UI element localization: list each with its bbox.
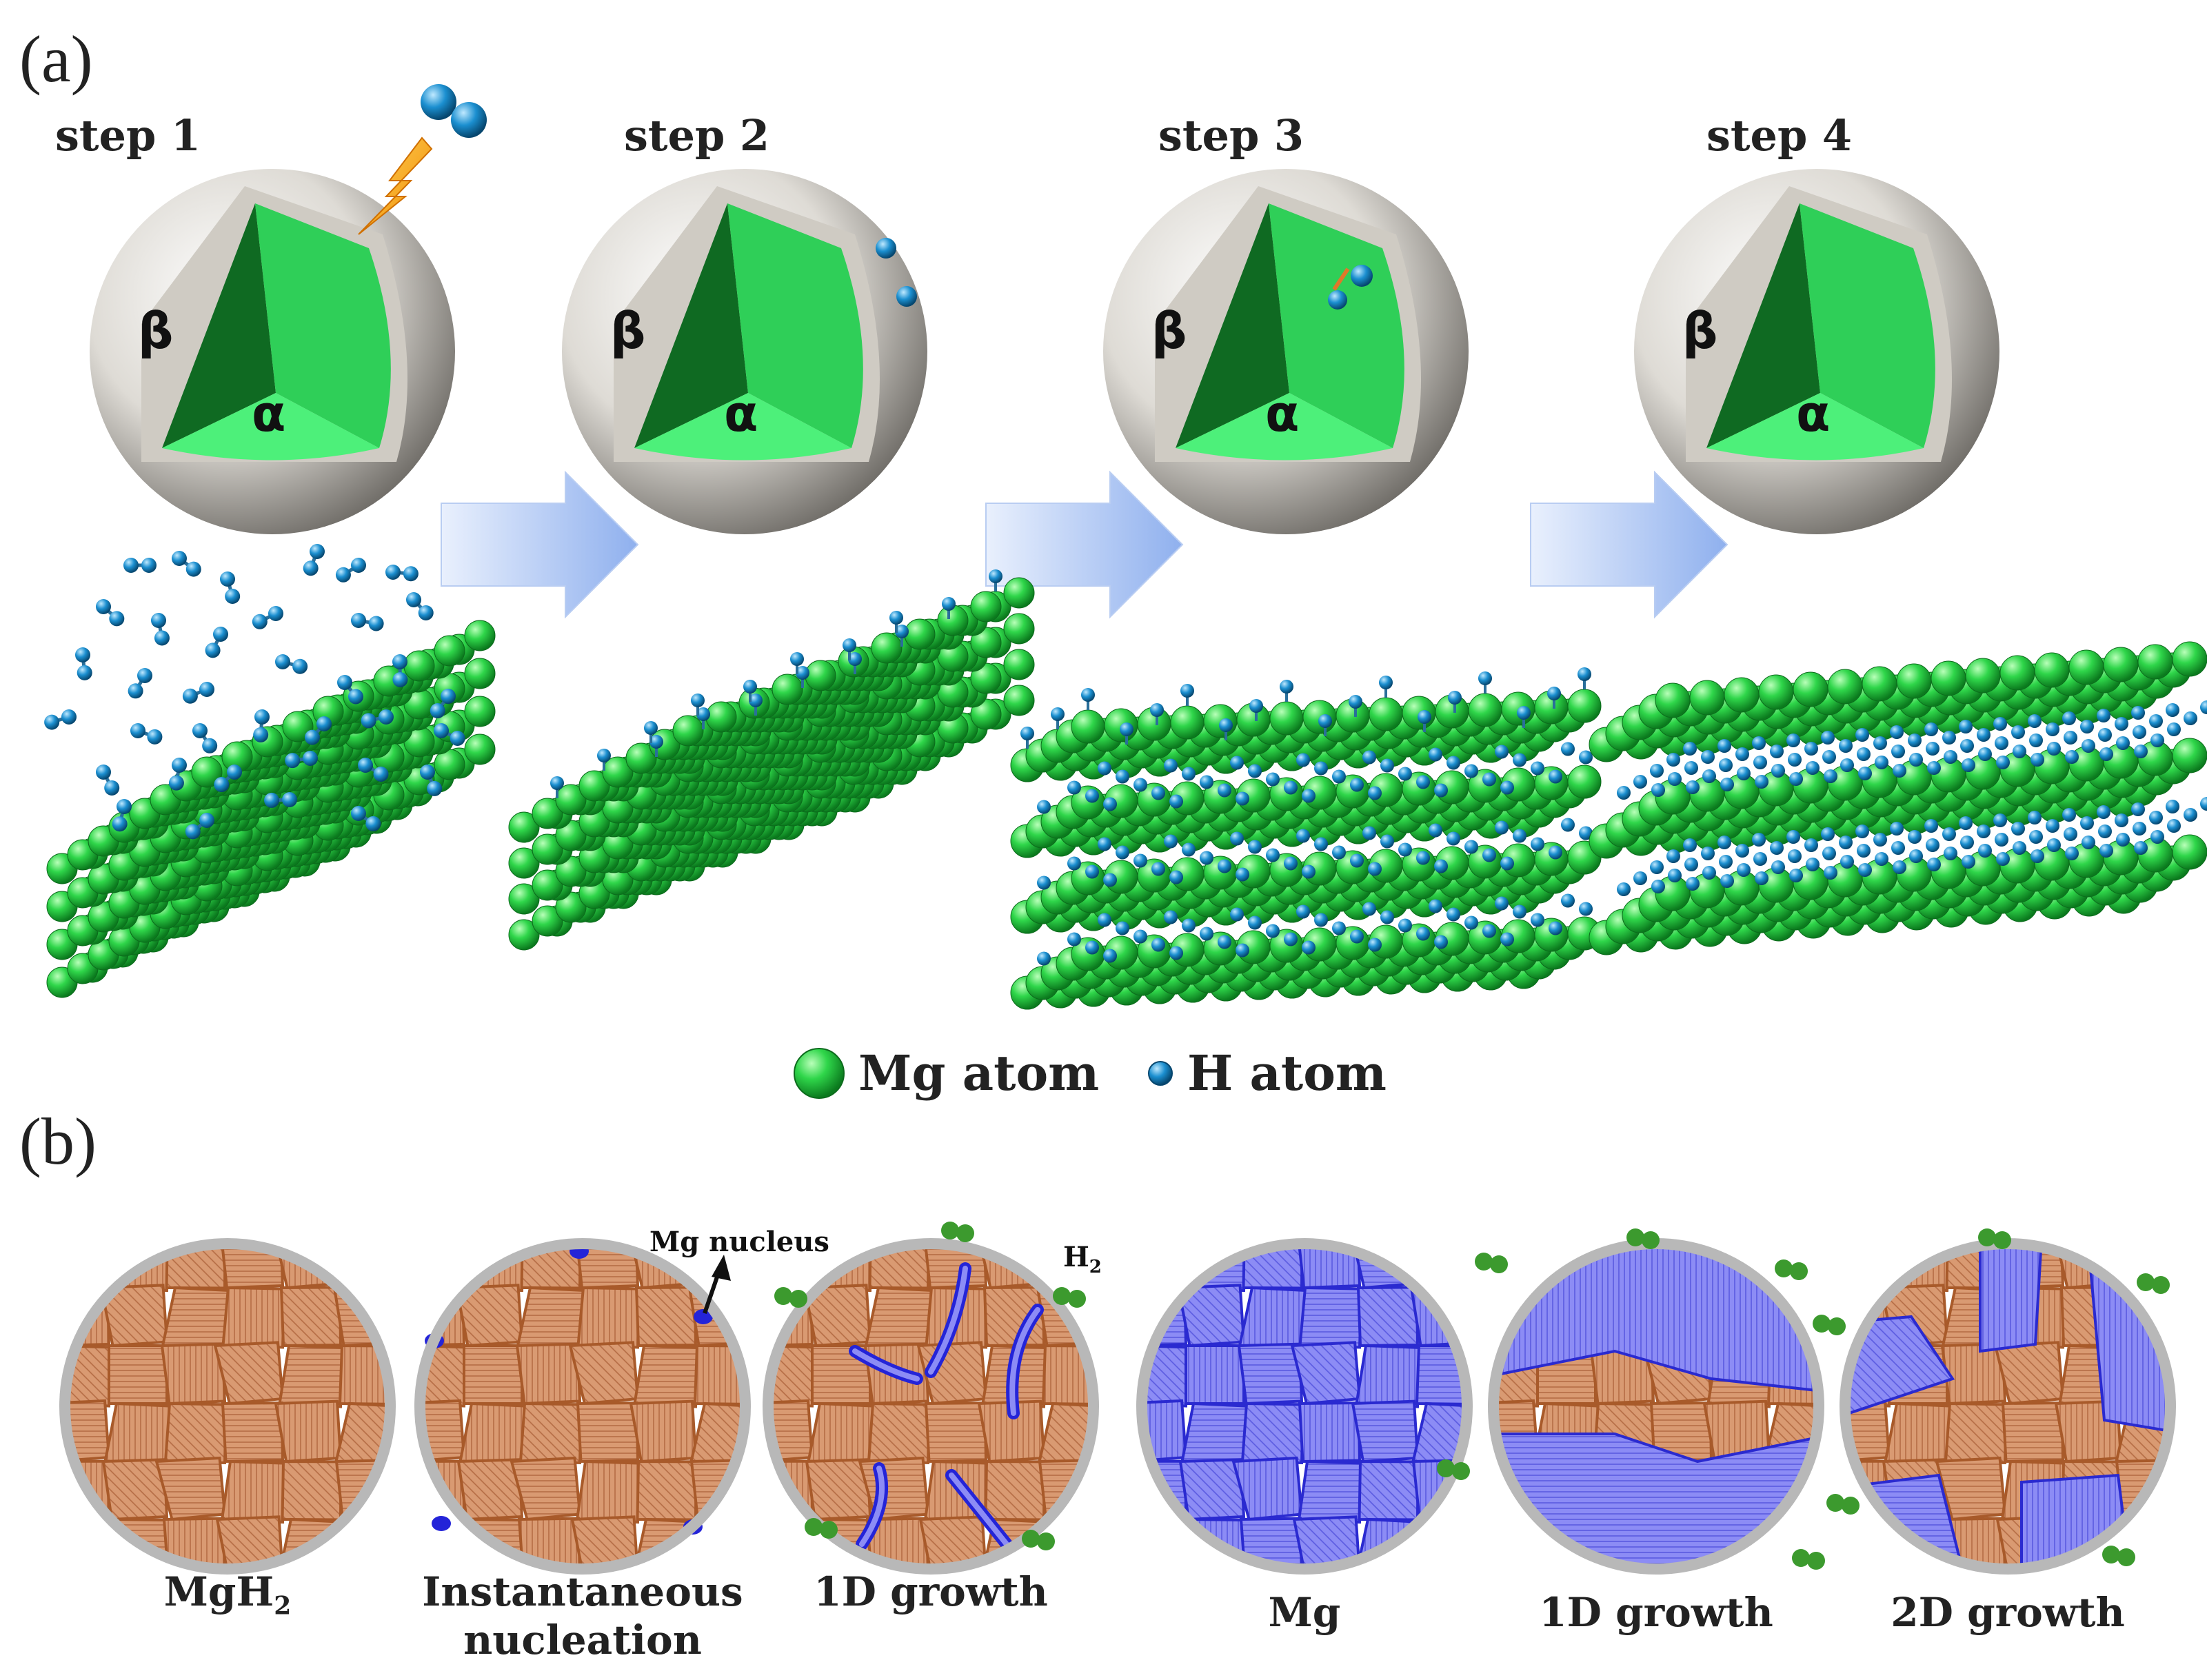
legend-mg-label: Mg atom [858,1044,1099,1102]
sphere-step-2: βα [562,169,927,534]
sphere-step-4: βα [1634,169,1999,534]
circle-2d-growth [1813,1226,2207,1640]
lattice-step-4 [1589,642,2207,955]
step-arrow-1 [441,472,638,617]
caption-nucleation-line2: nucleation [407,1617,758,1665]
h2-label-main: H [1063,1241,1089,1273]
step-3-title: step 3 [1158,110,1304,161]
circle-1d-growth-hydrogenation [1437,1226,1890,1640]
h2-label: H2 [1063,1241,1102,1277]
caption-instantaneous-nucleation: Instantaneous nucleation [407,1568,758,1664]
legend-h-label: H atom [1187,1044,1387,1102]
sphere-step-3: βα [1103,169,1469,534]
atom-lattices [44,544,2207,1009]
shell-beta-label: β [1682,302,1718,360]
panel-a-label: (a) [19,21,93,97]
caption-nucleation-line1: Instantaneous [407,1568,758,1617]
core-alpha-label: α [1796,385,1830,443]
mg-nucleus-label: Mg nucleus [649,1226,829,1258]
caption-mgh2-sub: 2 [274,1592,291,1621]
mg-nucleus-pointer-icon [705,1255,731,1313]
shell-beta-label: β [1151,302,1187,360]
lattice-step-2 [509,569,1034,950]
caption-mg: Mg [1201,1589,1408,1637]
h2-label-sub: 2 [1089,1257,1102,1277]
step-2-title: step 2 [624,110,769,161]
core-alpha-label: α [724,385,758,443]
sphere-step-1: βα [90,169,455,534]
caption-1d-growth-hydrogenation: 1D growth [1518,1589,1794,1637]
core-alpha-label: α [1265,385,1299,443]
step-arrow-3 [1531,472,1727,617]
caption-mgh2: MgH2 [124,1568,331,1621]
particle-cross-sections [41,1222,2207,1640]
step-4-title: step 4 [1706,110,1852,161]
core-alpha-label: α [252,385,285,443]
lattice-step-3 [1011,667,1601,1009]
step-1-title: step 1 [55,110,201,161]
caption-mgh2-main: MgH [164,1568,274,1615]
shell-beta-label: β [138,302,174,360]
caption-1d-growth-dehydrogenation: 1D growth [793,1568,1069,1617]
shell-beta-label: β [610,302,646,360]
circle-mg [1118,1226,1538,1640]
lattice-step-1 [47,620,495,998]
caption-2d-growth: 2D growth [1870,1589,2146,1637]
legend-mg-marker [794,1049,844,1098]
panel-b-label: (b) [19,1103,97,1180]
legend-h-marker [1149,1062,1172,1085]
